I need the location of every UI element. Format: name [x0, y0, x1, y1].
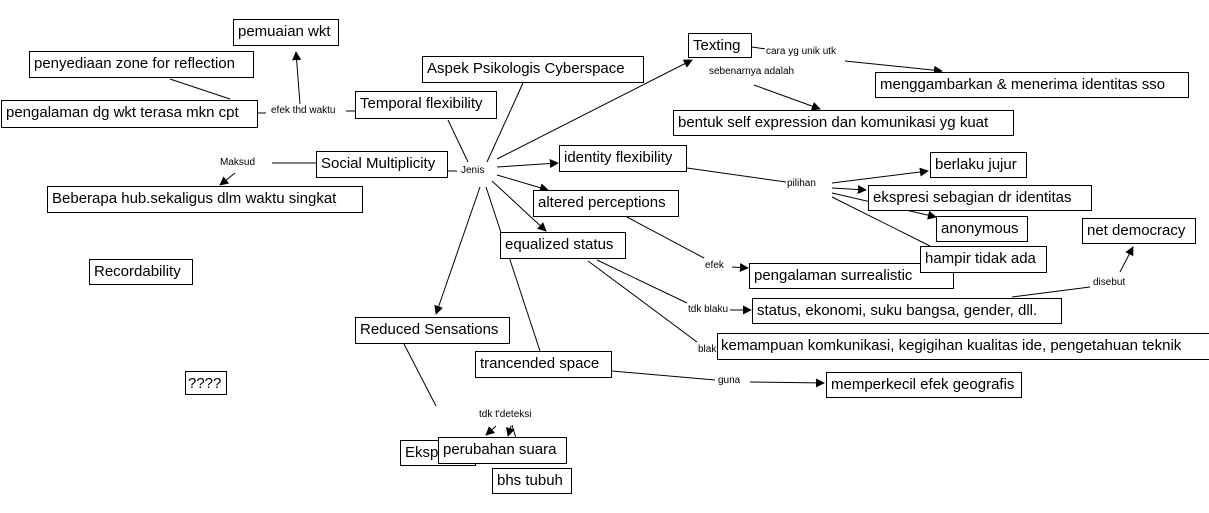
link-label-guna: guna: [717, 375, 742, 387]
line-connector: [587, 260, 698, 343]
arrow-connector: [749, 378, 825, 388]
arrow-connector: [753, 84, 821, 111]
node-pengalaman-wkt[interactable]: pengalaman dg wkt terasa mkn cpt: [1, 100, 258, 128]
line-connector: [831, 196, 931, 247]
link-label-tdk-blaku: tdk blaku: [687, 304, 730, 316]
arrow-connector: [292, 51, 302, 105]
node-texting[interactable]: Texting: [688, 33, 752, 58]
node-beberapa-hub[interactable]: Beberapa hub.sekaligus dlm waktu singkat: [47, 186, 363, 213]
node-kemampuan-komunikasi[interactable]: kemampuan komkunikasi, kegigihan kualita…: [717, 333, 1209, 360]
node-equalized-status[interactable]: equalized status: [500, 232, 626, 259]
line-connector: [511, 424, 517, 439]
node-pemuaian-wkt[interactable]: pemuaian wkt: [233, 19, 339, 46]
link-label-jenis: Jenis: [460, 165, 486, 177]
arrow-connector: [506, 425, 515, 437]
arrow-connector: [831, 167, 929, 184]
node-temporal-flexibility[interactable]: Temporal flexibility: [355, 91, 497, 119]
node-altered-perceptions[interactable]: altered perceptions: [533, 190, 679, 217]
link-label-tdk-tdeteksi: tdk t'deteksi: [478, 409, 533, 421]
line-connector: [403, 343, 437, 407]
node-penyediaan-zone[interactable]: penyediaan zone for reflection: [29, 51, 254, 78]
link-label-efek: efek: [704, 260, 725, 272]
node-unknown[interactable]: ????: [185, 371, 227, 395]
node-net-democracy[interactable]: net democracy: [1082, 218, 1196, 244]
link-label-disebut: disebut: [1092, 277, 1127, 289]
arrow-connector: [731, 263, 749, 272]
line-connector: [751, 46, 767, 50]
node-memperkecil-efek[interactable]: memperkecil efek geografis: [826, 372, 1022, 398]
arrow-connector: [485, 425, 497, 436]
arrow-connector: [434, 186, 481, 315]
arrow-connector: [496, 159, 559, 169]
node-pengalaman-surrealistic[interactable]: pengalaman surrealistic: [749, 263, 954, 289]
node-identity-flexibility[interactable]: identity flexibility: [559, 145, 687, 172]
link-label-maksud: Maksud: [219, 157, 257, 169]
node-menggambarkan[interactable]: menggambarkan & menerima identitas sso: [875, 72, 1189, 98]
node-status-ekonomi[interactable]: status, ekonomi, suku bangsa, gender, dl…: [752, 298, 1062, 324]
node-aspek-psikologis[interactable]: Aspek Psikologis Cyberspace: [422, 56, 644, 83]
arrow-connector: [1119, 246, 1134, 273]
arrow-connector: [496, 174, 549, 193]
line-connector: [447, 119, 469, 163]
line-connector: [1011, 286, 1091, 298]
line-connector: [169, 78, 231, 100]
node-recordability[interactable]: Recordability: [89, 259, 193, 285]
line-connector: [596, 259, 688, 304]
node-bhs-tubuh[interactable]: bhs tubuh: [492, 468, 572, 494]
arrow-connector: [491, 180, 547, 232]
link-label-sebenarnya: sebenarnya adalah: [708, 66, 796, 78]
arrow-connector: [831, 185, 867, 195]
node-hampir-tidak-ada[interactable]: hampir tidak ada: [920, 246, 1047, 273]
line-connector: [686, 167, 787, 183]
node-berlaku-jujur[interactable]: berlaku jujur: [930, 152, 1027, 178]
arrow-connector: [219, 172, 236, 186]
line-connector: [611, 370, 716, 381]
line-connector: [626, 216, 705, 259]
node-trancended-space[interactable]: trancended space: [475, 351, 612, 378]
arrow-connector: [496, 59, 693, 160]
node-bentuk-self-expression[interactable]: bentuk self expression dan komunikasi yg…: [673, 110, 1014, 136]
node-social-multiplicity[interactable]: Social Multiplicity: [316, 151, 448, 178]
line-connector: [486, 82, 524, 163]
node-perubahan-suara[interactable]: perubahan suara: [438, 437, 567, 464]
link-label-efek-thd-waktu: efek thd waktu: [270, 105, 337, 117]
line-connector: [485, 186, 541, 352]
link-label-pilihan: pilihan: [786, 178, 817, 190]
arrow-connector: [844, 60, 943, 75]
node-reduced-sensations[interactable]: Reduced Sensations: [355, 317, 510, 344]
link-label-blak: blak: [697, 344, 718, 356]
node-ekspresi-sebagian[interactable]: ekspresi sebagian dr identitas: [868, 185, 1092, 211]
node-anonymous[interactable]: anonymous: [936, 216, 1028, 242]
link-label-cara: cara yg unik utk: [765, 46, 838, 58]
